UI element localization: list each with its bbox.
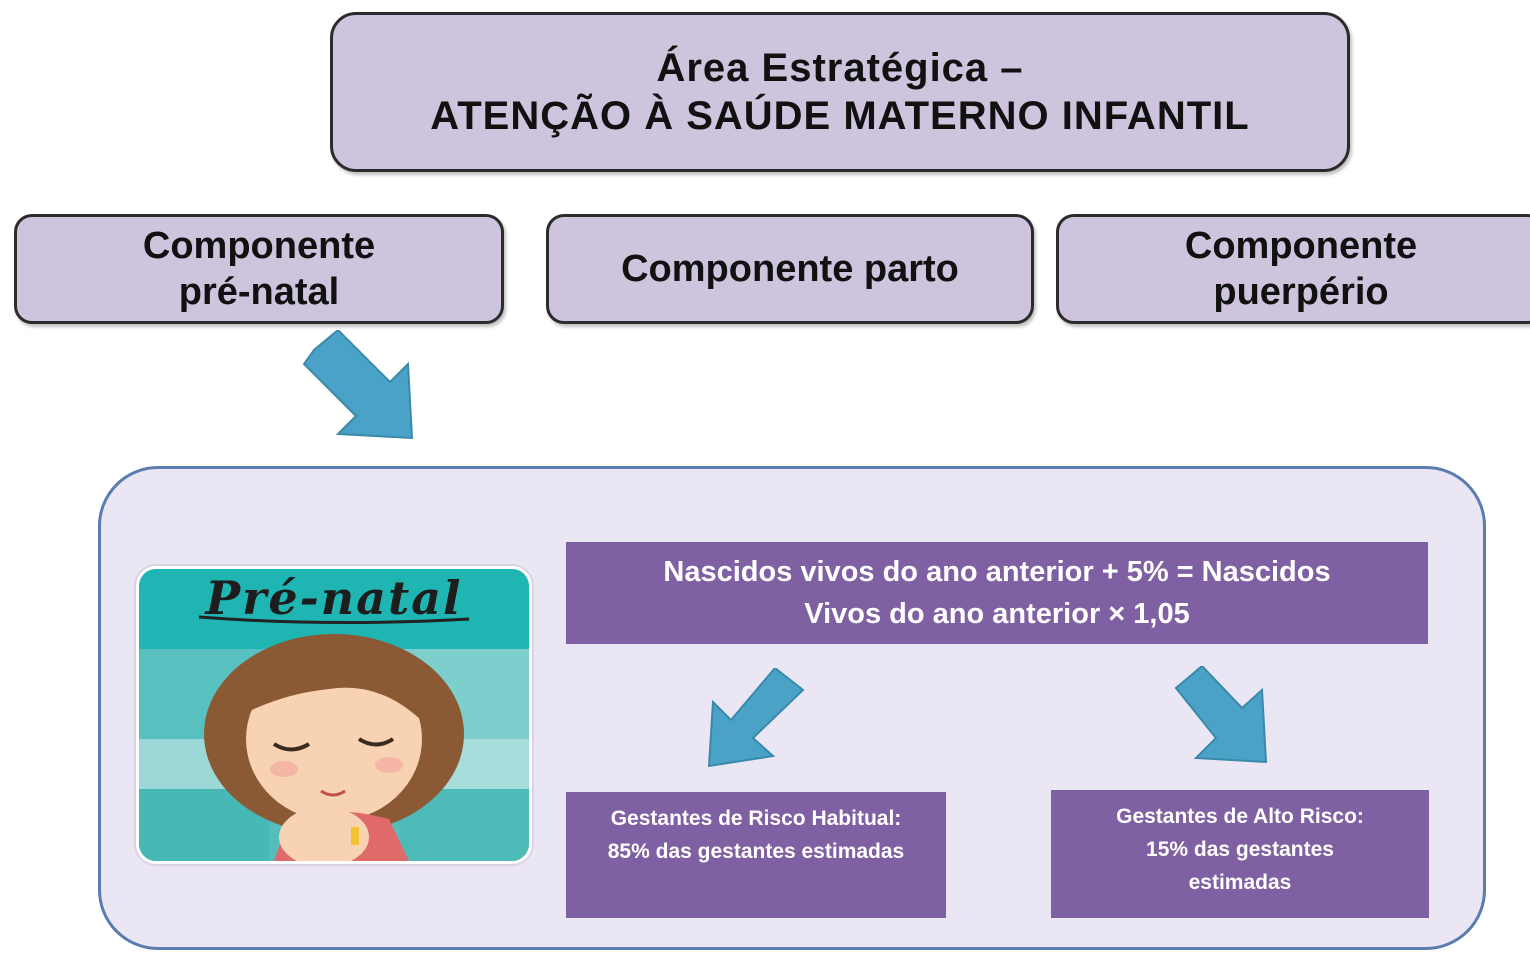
formula-box: Nascidos vivos do ano anterior + 5% = Na… (566, 542, 1428, 644)
component-prenatal-line2: pré-natal (178, 271, 340, 313)
component-parto-box: Componente parto (546, 214, 1034, 324)
component-prenatal-line1: Componente (142, 225, 376, 267)
component-parto-label: Componente parto (621, 248, 959, 290)
strategic-area-title: Área Estratégica – (656, 46, 1024, 90)
risk-habitual-box: Gestantes de Risco Habitual: 85% das ges… (566, 792, 946, 918)
component-puerperio-line1: Componente (1184, 225, 1418, 267)
strategic-area-subtitle: ATENÇÃO À SAÚDE MATERNO INFANTIL (430, 94, 1250, 138)
prenatal-card-title: Pré-natal (205, 571, 463, 625)
risk-alto-line1: Gestantes de Alto Risco: (1116, 805, 1364, 828)
arrow-down-left-icon (707, 668, 805, 768)
risk-habitual-line2: 85% das gestantes estimadas (607, 840, 905, 863)
arrow-down-right-icon-2 (1174, 666, 1268, 764)
arrow-down-right-icon (302, 330, 414, 440)
strategic-area-box: Área Estratégica – ATENÇÃO À SAÚDE MATER… (330, 12, 1350, 172)
risk-alto-line3: estimadas (1188, 871, 1292, 894)
formula-line1: Nascidos vivos do ano anterior + 5% = Na… (663, 556, 1331, 588)
prenatal-illustration: Pré-natal (136, 566, 532, 864)
risk-alto-box: Gestantes de Alto Risco: 15% das gestant… (1051, 790, 1429, 918)
component-puerperio-box: Componente puerpério (1056, 214, 1530, 324)
risk-habitual-line1: Gestantes de Risco Habitual: (610, 807, 902, 830)
component-prenatal-box: Componente pré-natal (14, 214, 504, 324)
component-puerperio-line2: puerpério (1213, 271, 1389, 313)
formula-line2: Vivos do ano anterior × 1,05 (804, 598, 1190, 630)
risk-alto-line2: 15% das gestantes (1146, 838, 1334, 861)
